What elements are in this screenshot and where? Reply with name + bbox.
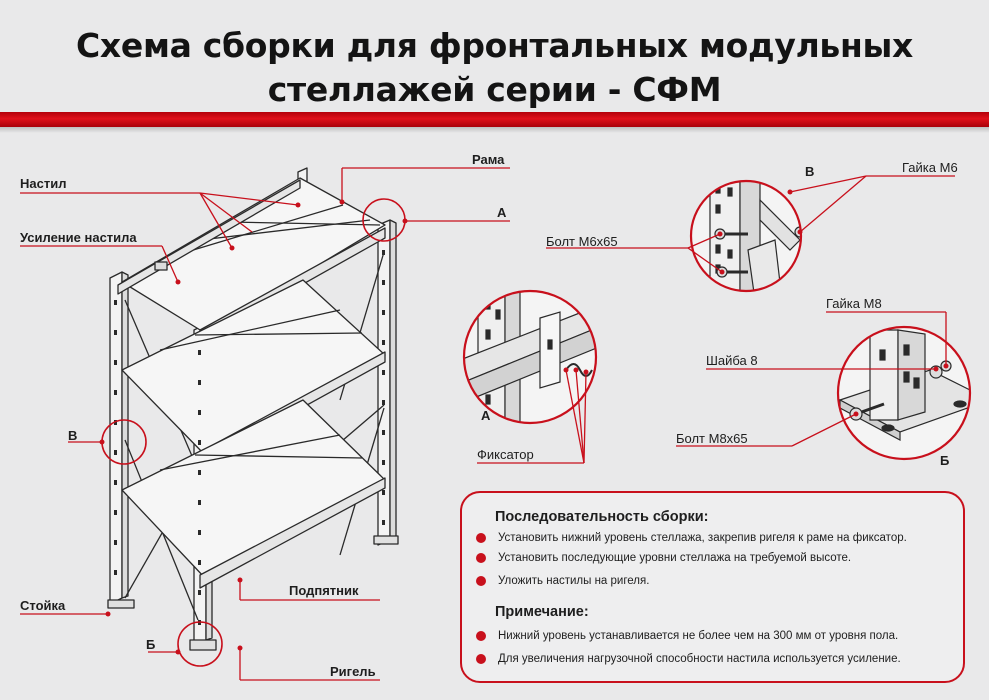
instructions-panel: Последовательность сборки: Установить ни…: [460, 491, 965, 683]
label-gayka-m6: Гайка М6: [902, 160, 958, 175]
label-rama: Рама: [472, 152, 505, 167]
assembly-heading: Последовательность сборки:: [495, 509, 709, 525]
front-left-post: [109, 271, 123, 605]
note-list: Нижний уровень устанавливается не более …: [476, 629, 901, 666]
shelving-rack: [107, 167, 399, 651]
title-line-2: стеллажей серии - СФМ: [267, 70, 722, 109]
back-right-post: [377, 219, 391, 546]
foot-front-right: [189, 639, 217, 651]
label-usilenie-nastila: Усиление настила: [20, 230, 137, 245]
top-deck: [121, 177, 386, 334]
bullet-dot: [476, 553, 486, 563]
title-line-1: Схема сборки для фронтальных модульных: [75, 26, 914, 65]
label-bolt-m6x65: Болт М6х65: [546, 234, 618, 249]
detail-a-fixator: [462, 289, 598, 425]
assembly-step: Установить последующие уровни стеллажа н…: [476, 551, 907, 565]
foot-back-right: [373, 535, 399, 545]
assembly-step: Уложить настилы на ригеля.: [476, 574, 907, 588]
label-v-detail: В: [805, 164, 815, 179]
post-holes: [114, 250, 385, 625]
stripe-shadow: [0, 127, 989, 133]
label-shayba-8: Шайба 8: [706, 353, 758, 368]
leader-lines: [20, 167, 510, 681]
callout-circle-b: [177, 621, 223, 667]
label-gayka-m8: Гайка М8: [826, 296, 882, 311]
assembly-step: Установить нижний уровень стеллажа, закр…: [476, 531, 907, 545]
label-stoyka: Стойка: [20, 598, 66, 613]
note-item: Нижний уровень устанавливается не более …: [476, 629, 901, 643]
red-header-stripe: [0, 112, 989, 127]
label-a-detail: А: [481, 408, 491, 423]
label-rigel: Ригель: [330, 664, 376, 679]
label-podpyatnik: Подпятник: [289, 583, 359, 598]
assembly-steps-list: Установить нижний уровень стеллажа, закр…: [476, 531, 907, 588]
note-item: Для увеличения нагрузочной способности н…: [476, 652, 901, 666]
label-bolt-m8x65: Болт М8х65: [676, 431, 748, 446]
page-title: Схема сборки для фронтальных модульных с…: [0, 24, 989, 112]
label-a-main: А: [497, 205, 507, 220]
label-fiksator: Фиксатор: [477, 447, 534, 462]
bullet-dot: [476, 576, 486, 586]
detail-v-bolts-m6: [689, 179, 803, 293]
note-heading: Примечание:: [495, 604, 589, 620]
bullet-dot: [476, 631, 486, 641]
label-v-main: В: [68, 428, 78, 443]
label-nastil: Настил: [20, 176, 67, 191]
label-b-detail: Б: [940, 453, 950, 468]
detail-b-bolts-m8: [836, 325, 972, 461]
bullet-dot: [476, 654, 486, 664]
label-b-main: Б: [146, 637, 156, 652]
bullet-dot: [476, 533, 486, 543]
foot-front-left: [107, 599, 135, 609]
